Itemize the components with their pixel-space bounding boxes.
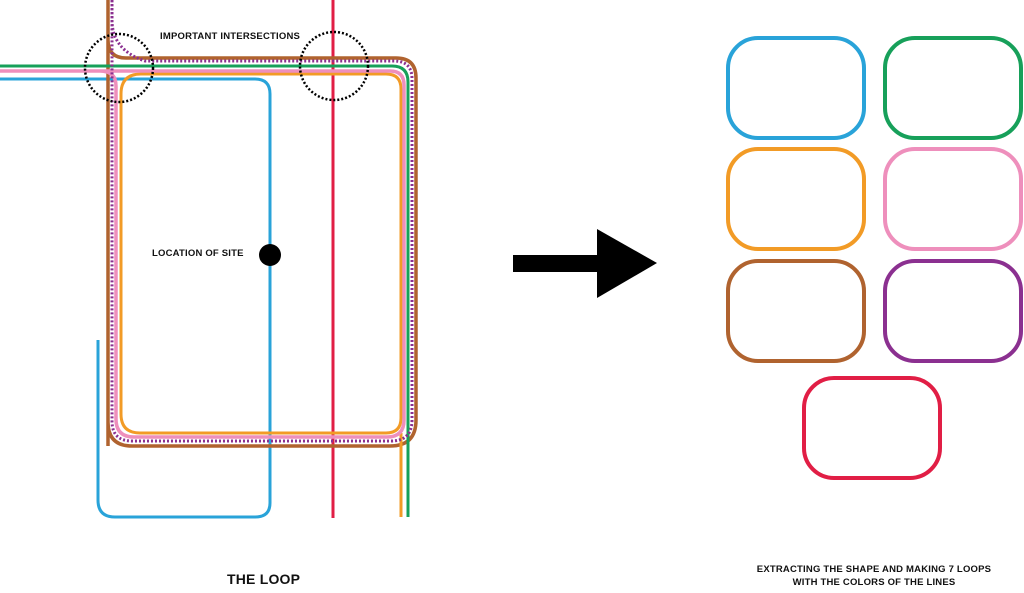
transit-map bbox=[0, 0, 418, 519]
arrow-icon bbox=[513, 229, 657, 298]
purple-line bbox=[110, 0, 414, 443]
intersection-circle-left bbox=[83, 32, 155, 104]
site-marker bbox=[259, 244, 281, 266]
loop-purple bbox=[883, 259, 1023, 363]
loop-blue bbox=[726, 36, 866, 140]
loop-green bbox=[883, 36, 1023, 140]
green-line bbox=[0, 64, 410, 517]
pink-line bbox=[0, 69, 406, 439]
loop-pink bbox=[883, 147, 1023, 251]
color-loops bbox=[726, 36, 1023, 480]
loop-red bbox=[802, 376, 942, 480]
orange-line bbox=[119, 72, 403, 517]
diagram-title: THE LOOP bbox=[227, 571, 301, 587]
intersection-circle-right bbox=[298, 30, 370, 102]
caption: EXTRACTING THE SHAPE AND MAKING 7 LOOPS … bbox=[756, 564, 992, 588]
brown-line bbox=[106, 0, 418, 448]
important-intersections-label: IMPORTANT INTERSECTIONS bbox=[160, 31, 301, 42]
location-of-site-label: LOCATION OF SITE bbox=[152, 248, 244, 259]
blue-line bbox=[0, 77, 272, 519]
loop-brown bbox=[726, 259, 866, 363]
loop-orange bbox=[726, 147, 866, 251]
